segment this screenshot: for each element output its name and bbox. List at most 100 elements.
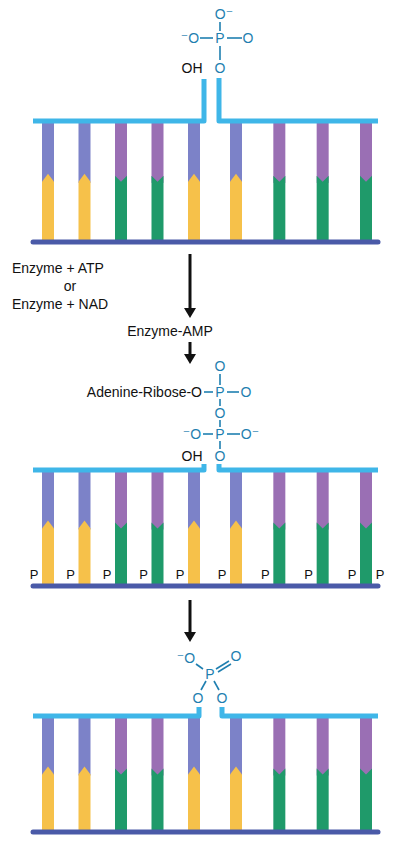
- base-upper: [115, 472, 127, 530]
- base-upper: [317, 472, 329, 530]
- base-lower: [360, 523, 372, 584]
- phosphate-atom: O: [215, 359, 226, 373]
- phosphate-atom: O: [241, 385, 252, 399]
- phosphate-atom: P: [215, 427, 224, 441]
- backbone-phosphate: P: [66, 568, 75, 581]
- base-lower: [152, 176, 164, 240]
- phosphate-atom: ⁻O: [181, 31, 199, 45]
- base-upper: [152, 718, 164, 776]
- upper-strand: [33, 464, 204, 470]
- reaction-arrows: [184, 254, 196, 642]
- base-lower: [188, 521, 200, 584]
- adenylate-label: Adenine-Ribose-O: [87, 385, 202, 399]
- bond-line: [203, 433, 213, 435]
- reagent-label: or: [64, 279, 76, 293]
- base-lower: [188, 174, 200, 240]
- chemical-bonds: [196, 22, 242, 690]
- base-upper: [115, 123, 127, 183]
- base-upper: [152, 472, 164, 530]
- lower-strand: [33, 240, 378, 245]
- upper-strand: [33, 707, 199, 716]
- base-lower: [317, 176, 329, 240]
- bond-line: [219, 46, 221, 60]
- bond-line: [216, 661, 229, 669]
- base-lower: [273, 523, 285, 584]
- phosphate-atom: O⁻: [215, 7, 233, 21]
- upper-strand: [222, 707, 378, 716]
- lower-strand: [33, 830, 378, 835]
- bond-line: [219, 399, 221, 406]
- base-upper: [273, 472, 285, 530]
- bond-line: [214, 681, 219, 690]
- upper-strand: [219, 464, 378, 470]
- base-lower: [273, 769, 285, 830]
- backbone-phosphate: P: [348, 568, 357, 581]
- base-lower: [230, 174, 242, 240]
- phosphate-atom: O: [231, 649, 242, 663]
- base-lower: [230, 767, 242, 830]
- phosphate-atom: O⁻: [241, 427, 259, 441]
- bond-line: [227, 433, 240, 435]
- backbone-phosphate: P: [103, 568, 112, 581]
- phosphate-atom: O: [243, 31, 254, 45]
- base-lower: [317, 523, 329, 584]
- phosphate-atom: P: [215, 385, 224, 399]
- backbone-phosphate: P: [261, 568, 270, 581]
- phosphate-atom: P: [215, 31, 224, 45]
- base-lower: [115, 523, 127, 584]
- base-lower: [79, 521, 91, 584]
- reagent-label: Enzyme + ATP: [12, 261, 104, 275]
- phosphate-atom: O: [193, 691, 204, 705]
- arrow-shaft: [189, 254, 192, 310]
- base-upper: [317, 123, 329, 183]
- base-upper: [152, 123, 164, 183]
- base-upper: [360, 718, 372, 776]
- base-lower: [42, 174, 54, 240]
- phosphate-atom: O: [215, 61, 226, 75]
- backbone-phosphate: P: [218, 568, 227, 581]
- base-lower: [360, 176, 372, 240]
- base-upper: [273, 123, 285, 183]
- base-lower: [42, 521, 54, 584]
- reagent-label: Enzyme + NAD: [12, 297, 108, 311]
- base-upper: [360, 123, 372, 183]
- bond-line: [204, 391, 213, 393]
- upper-strand: [33, 79, 204, 121]
- base-lower: [188, 767, 200, 830]
- bond-line: [219, 22, 221, 31]
- dna-duplex: [33, 707, 378, 832]
- base-lower: [152, 523, 164, 584]
- backbone-phosphate: P: [30, 568, 39, 581]
- base-lower: [115, 176, 127, 240]
- phosphate-atom: O: [215, 449, 226, 463]
- arrow-shaft: [189, 600, 192, 634]
- base-lower: [79, 174, 91, 240]
- base-lower: [317, 769, 329, 830]
- phosphate-atom: O: [217, 691, 228, 705]
- base-lower: [42, 767, 54, 830]
- bond-line: [219, 420, 221, 427]
- base-lower: [115, 769, 127, 830]
- phosphate-atom: ⁻O: [177, 651, 195, 665]
- base-upper: [360, 472, 372, 530]
- intermediate-label: Enzyme-AMP: [127, 324, 213, 338]
- arrow-shaft: [189, 342, 192, 356]
- backbone-phosphate: P: [376, 568, 385, 581]
- bond-line: [227, 391, 239, 393]
- base-lower: [79, 767, 91, 830]
- dna-duplex: [33, 78, 378, 242]
- arrow-head: [184, 354, 196, 364]
- hydroxyl-label: OH: [182, 449, 203, 463]
- base-upper: [115, 718, 127, 776]
- backbone-phosphate: P: [139, 568, 148, 581]
- arrow-head: [184, 308, 196, 318]
- bond-line: [200, 37, 213, 39]
- base-lower: [360, 769, 372, 830]
- bond-line: [219, 441, 221, 449]
- backbone-phosphate: P: [304, 568, 313, 581]
- lower-strand: [33, 584, 378, 589]
- base-upper: [273, 718, 285, 776]
- upper-strand: [219, 78, 378, 121]
